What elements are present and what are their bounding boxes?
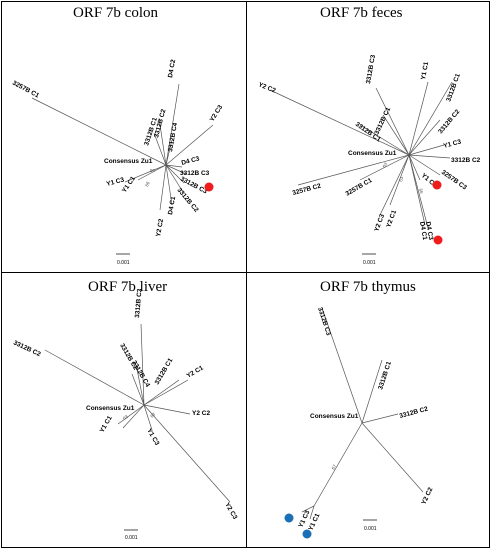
leaf-label: D4 C3 xyxy=(181,155,201,167)
leaf-label: Y2 C1 xyxy=(385,209,398,229)
leaf-label: 3312B C3 xyxy=(365,54,377,84)
scale-label: 0.001 xyxy=(117,260,130,266)
leaf-label: Y1 C3 xyxy=(145,428,160,447)
leaf-label: Y2 C3 xyxy=(223,502,238,521)
scale-label: 0.001 xyxy=(125,535,138,541)
leaf-label: D4 C3 xyxy=(424,221,434,241)
panel-title-thymus: ORF 7b thymus xyxy=(320,279,416,295)
leaf-label: D4 C1 xyxy=(167,196,177,216)
leaf-label: Y2 C2 xyxy=(155,218,165,237)
root-label: Consensus Zu1 xyxy=(86,405,135,412)
leaf-label: 3312B C3 xyxy=(134,288,144,318)
leaf-label: Y2 C2 xyxy=(420,486,434,506)
blue-marker xyxy=(284,513,294,523)
leaf-label: Y2 C2 xyxy=(192,410,210,417)
red-marker xyxy=(432,180,442,190)
leaf-label: 3312B C2 xyxy=(399,405,429,419)
grid-divider-vertical xyxy=(246,1,247,548)
bootstrap-value: 63 xyxy=(382,161,389,168)
bootstrap-value: 66 xyxy=(418,188,424,195)
leaf-label: 3312B C2 xyxy=(437,108,461,135)
leaf-label: Y1 C1 xyxy=(99,415,114,434)
tree-liver xyxy=(44,323,231,503)
blue-marker xyxy=(302,529,312,539)
root-label: Consensus Zu1 xyxy=(104,158,153,165)
leaf-label: 3312B C1 xyxy=(377,360,393,390)
leaf-label: 3257B C3 xyxy=(440,169,468,192)
leaf-label: 3312B C1 xyxy=(373,106,392,136)
leaf-label: 3312B C2 xyxy=(12,339,42,358)
panel-title-liver: ORF 7b liver xyxy=(88,279,168,295)
scale-label: 0.001 xyxy=(364,526,377,532)
leaf-label: Y1 C3 xyxy=(443,138,463,150)
bootstrap-value: 63 xyxy=(122,414,129,421)
leaf-label: 3257B C1 xyxy=(345,177,374,198)
leaf-label: Y2 C2 xyxy=(257,81,277,94)
bootstrap-value: 63 xyxy=(398,176,404,183)
tree-colon xyxy=(31,83,214,211)
leaf-label: 3312B C3 xyxy=(316,306,332,336)
red-marker xyxy=(433,235,443,245)
leaf-label: Y1 C1 xyxy=(420,61,430,80)
leaf-label: Y2 C3 xyxy=(209,104,225,123)
leaf-label: 3312B C4 xyxy=(167,122,179,152)
leaf-label: D4 C2 xyxy=(167,59,177,79)
red-marker xyxy=(204,182,214,192)
root-label: Consensus Zu1 xyxy=(310,413,359,420)
tree-feces xyxy=(269,81,453,229)
tree-thymus xyxy=(301,307,424,520)
leaf-label: 3312B C1 xyxy=(154,357,175,386)
leaf-label: Y2 C1 xyxy=(186,364,205,379)
leaf-label: Y1 C3 xyxy=(106,176,126,188)
scale-label: 0.001 xyxy=(363,260,376,266)
leaf-label: D4 C1 xyxy=(418,221,428,241)
leaf-label: 3312B C3 xyxy=(180,170,210,177)
bootstrap-value: 63 xyxy=(149,411,156,418)
bootstrap-value: 67 xyxy=(331,463,338,470)
leaf-label: 3312B C4 xyxy=(130,360,151,389)
root-label: Consensus Zu1 xyxy=(348,150,397,157)
panel-title-colon: ORF 7b colon xyxy=(73,5,159,21)
leaf-label: 3257B C2 xyxy=(292,182,322,196)
leaf-label: 3312B C2 xyxy=(451,157,481,164)
panel-title-feces: ORF 7b feces xyxy=(320,5,403,21)
leaf-label: 3312B C1 xyxy=(445,72,462,102)
leaf-label: Y2 C3 xyxy=(373,213,386,233)
leaf-label: 3257B C1 xyxy=(11,80,40,100)
bootstrap-value: 66 xyxy=(144,180,151,187)
grid-divider-horizontal xyxy=(1,272,490,273)
bootstrap-value: 90 xyxy=(150,168,156,173)
